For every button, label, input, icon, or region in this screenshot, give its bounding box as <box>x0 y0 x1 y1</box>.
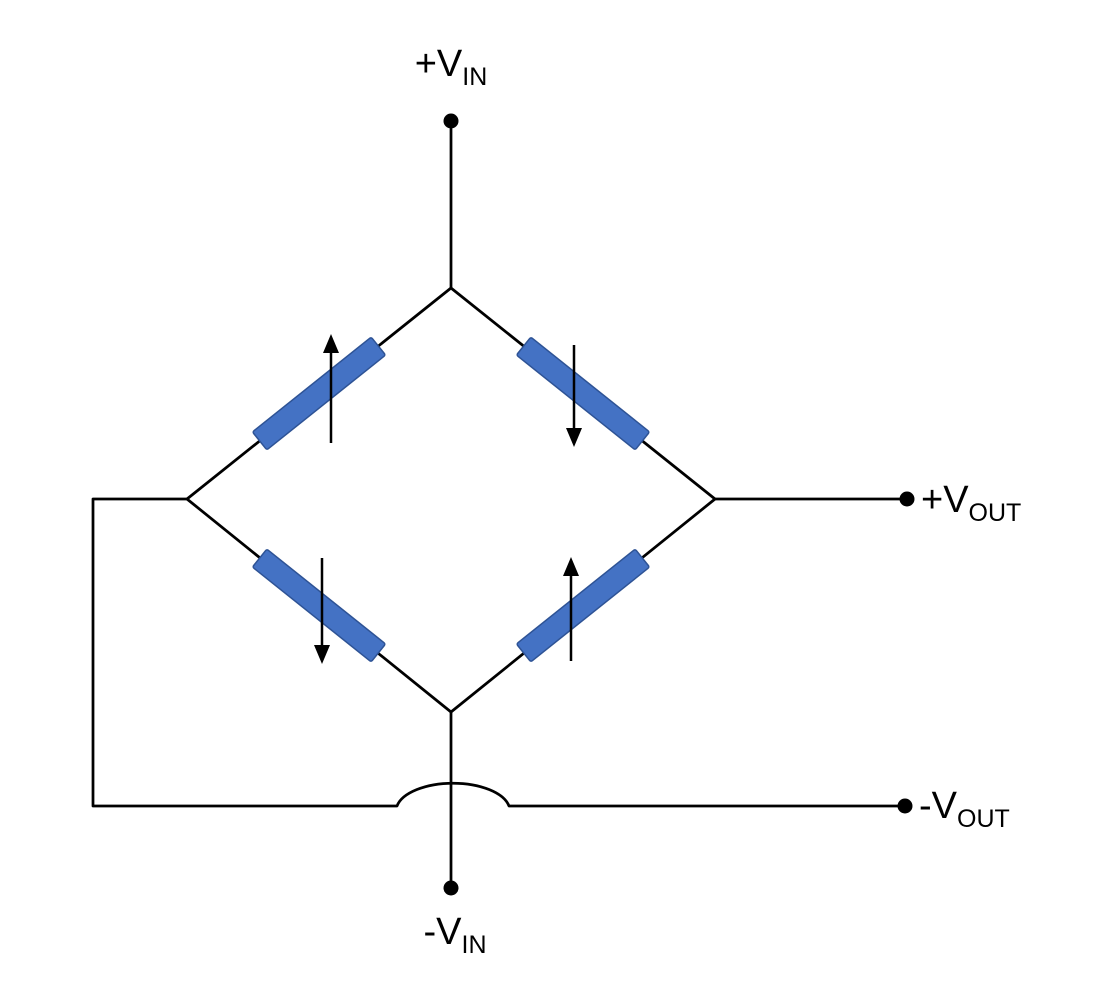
arrow-down-icon <box>566 345 582 447</box>
arrow-up-icon <box>323 334 339 443</box>
arrow-head <box>323 334 339 353</box>
label-vout-pos-main: +V <box>921 479 969 521</box>
label-vout-pos: +VOUT <box>921 479 1021 527</box>
label-vout-pos-sub: OUT <box>969 499 1022 527</box>
arrow-head <box>563 557 579 576</box>
arrow-head <box>314 645 330 664</box>
label-vin-pos-main: +V <box>415 43 463 85</box>
terminal-dot-vout-pos <box>899 491 915 507</box>
arrow-down-icon <box>314 558 330 664</box>
label-vout-neg-sub: OUT <box>957 805 1010 833</box>
strain-gauge-bottom-right <box>516 549 650 662</box>
arrow-head <box>566 428 582 447</box>
strain-gauge-top-left <box>252 337 386 450</box>
strain-gauge-bottom-left <box>252 549 386 662</box>
arrow-up-icon <box>563 557 579 661</box>
wire-vout-neg-loop-with-hop <box>91 497 907 808</box>
label-vin-pos: +VIN <box>415 43 488 91</box>
terminal-dot-vout-neg <box>897 798 913 814</box>
label-vin-pos-sub: IN <box>462 63 487 91</box>
bridge-diamond <box>185 286 717 714</box>
label-vin-neg: -VIN <box>424 911 487 959</box>
label-vout-neg: -VOUT <box>919 785 1010 833</box>
label-vout-neg-main: -V <box>919 785 958 827</box>
strain-gauge-top-right <box>516 337 650 450</box>
label-vin-neg-sub: IN <box>462 931 487 959</box>
terminal-dot-vin-neg <box>443 880 459 896</box>
terminal-dot-vin-pos <box>443 113 459 129</box>
label-vin-neg-main: -V <box>424 911 463 953</box>
